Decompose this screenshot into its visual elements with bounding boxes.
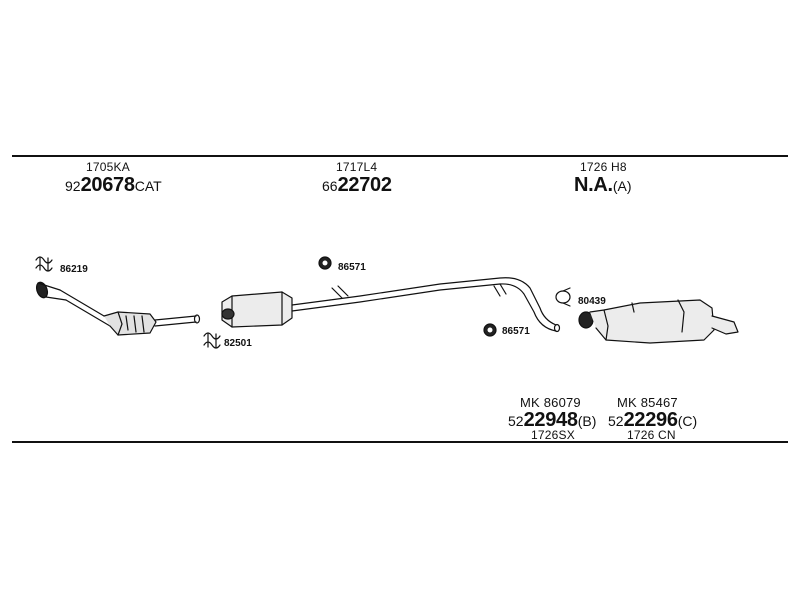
kit-1-code: 1726SX	[531, 428, 575, 442]
clamp-80439	[555, 287, 571, 307]
rubber-mount-86571-lower	[483, 323, 497, 337]
catalytic-converter-section	[35, 281, 201, 336]
header-2-part-number: 6622702	[322, 174, 392, 196]
callout-80439: 80439	[578, 296, 606, 307]
top-rule	[12, 155, 788, 157]
mid-pipe	[329, 277, 561, 333]
rubber-mount-86571-upper	[318, 256, 332, 270]
kit-1-part-number: 5222948(B)	[508, 409, 597, 431]
callout-86219: 86219	[60, 264, 88, 275]
header-3-part-number: N.A.(A)	[574, 174, 632, 196]
kit-1-label: MK 86079	[520, 395, 581, 410]
clamp-86219	[35, 256, 53, 272]
kit-2-part-number: 5222296(C)	[608, 409, 698, 431]
kit-2-label: MK 85467	[617, 395, 678, 410]
header-1-code: 1705KA	[86, 160, 130, 174]
callout-86571-upper: 86571	[338, 262, 366, 273]
bottom-rule	[12, 441, 788, 443]
callout-86571-lower: 86571	[502, 326, 530, 337]
callout-82501: 82501	[224, 338, 252, 349]
header-2-code: 1717L4	[336, 160, 378, 174]
middle-silencer	[221, 291, 331, 328]
rear-silencer	[578, 299, 739, 344]
kit-2-code: 1726 CN	[627, 428, 676, 442]
header-1-part-number: 9220678CAT	[65, 174, 162, 196]
header-3-code: 1726 H8	[580, 160, 627, 174]
clamp-82501	[203, 332, 221, 349]
